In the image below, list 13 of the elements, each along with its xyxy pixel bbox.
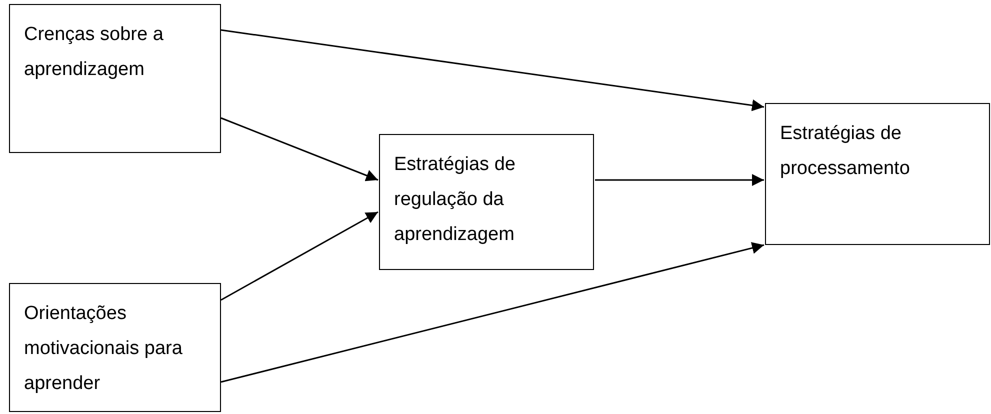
node-label: Estratégias de processamento (780, 122, 911, 181)
process-box (765, 103, 990, 245)
arrow (595, 174, 764, 186)
arrow (220, 29, 764, 112)
node-label: Estratégias de regulação da aprendizagem (394, 153, 516, 247)
arrow (220, 211, 378, 301)
process-box (9, 4, 221, 153)
node-label: Orientações motivacionais para aprender (24, 302, 184, 396)
process-box (9, 283, 221, 412)
arrow (220, 117, 378, 182)
arrow (220, 242, 764, 383)
node-label: Crenças sobre a aprendizagem (24, 23, 164, 82)
process-box (379, 134, 594, 270)
